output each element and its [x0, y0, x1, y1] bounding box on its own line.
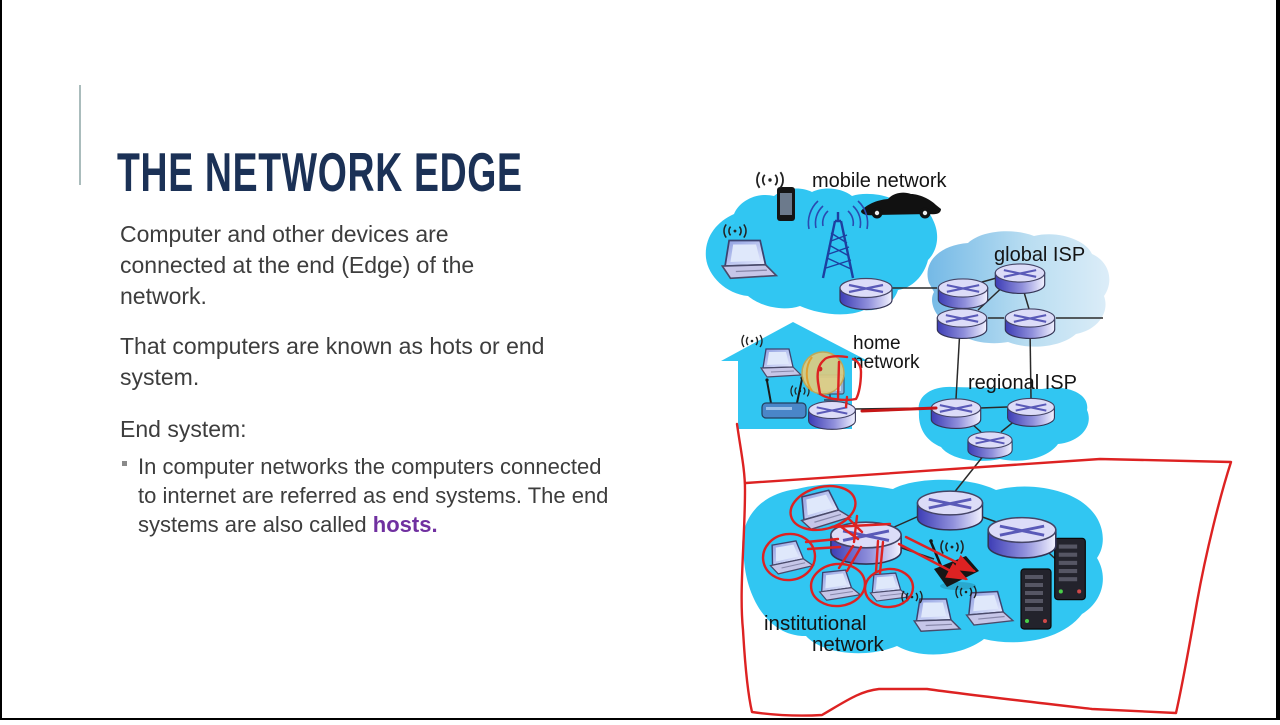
red-access-line: [860, 406, 938, 413]
red-pen-annotation: [735, 355, 1233, 717]
router-icon: [1004, 307, 1056, 340]
paragraph-2-line: system.: [120, 364, 200, 390]
paragraph-1-line: connected at the end (Edge) of the: [120, 252, 475, 278]
server-icon: [1020, 568, 1052, 630]
red-circle-laptop: [809, 562, 867, 608]
router-icon: [807, 400, 857, 431]
bullet-square-icon: [122, 461, 127, 466]
router-icon: [930, 397, 982, 430]
router-icon: [986, 516, 1058, 560]
red-connector-strokes: [804, 514, 892, 575]
frame-edge-left: [0, 0, 2, 720]
bullet-line: systems. The end systems are also called: [138, 483, 609, 537]
page-title: THE NETWORK EDGE: [117, 140, 523, 203]
wireless-router-icon: [761, 376, 807, 419]
router-icon: [916, 489, 984, 532]
paragraph-1-line: network.: [120, 283, 207, 309]
red-enclosure: [735, 422, 1233, 717]
car-icon: [861, 192, 941, 219]
label-global-isp: global ISP: [994, 244, 1085, 266]
bullet-line: In computer networks the computers: [138, 454, 494, 479]
paragraph-3: End system:: [120, 416, 247, 442]
red-circle-laptop: [863, 567, 915, 609]
red-home-box: [816, 355, 863, 409]
bullet-item: In computer networks the computers conne…: [122, 452, 622, 539]
paragraph-2: That computers are known as hots or end …: [120, 331, 640, 393]
label-home: home: [853, 333, 901, 354]
highlight-circle: [801, 351, 845, 395]
label-institutional-network: network: [812, 633, 885, 656]
bullet-text: In computer networks the computers conne…: [138, 452, 622, 539]
cell-tower-icon: [807, 200, 869, 279]
router-icon: [966, 430, 1014, 460]
title-accent-bar: [79, 85, 81, 185]
wifi-icon: [756, 171, 784, 189]
paragraph-1-line: Computer and other devices are: [120, 221, 449, 247]
router-icon: [1006, 397, 1056, 428]
red-arrow: [897, 542, 969, 581]
paragraph-1: Computer and other devices are connected…: [120, 219, 640, 312]
router-icon: [838, 277, 894, 311]
frame-edge-bottom: [0, 718, 1280, 720]
label-institutional: institutional: [764, 612, 867, 635]
smartphone-icon: [777, 187, 795, 221]
label-home-network: network: [853, 352, 920, 373]
bullet-line: connected to internet are referred as en…: [138, 454, 602, 508]
label-regional-isp: regional ISP: [968, 372, 1077, 394]
bullet-highlight-hosts: hosts.: [372, 512, 438, 537]
router-icon: [994, 262, 1046, 295]
paragraph-2-line: That computers are known as hots or end: [120, 333, 545, 359]
router-icon: [936, 307, 988, 340]
network-diagram: mobile network global ISP home network r…: [690, 160, 1280, 720]
server-icon: [1054, 537, 1086, 601]
label-mobile-network: mobile network: [812, 170, 948, 192]
red-circle-laptop: [761, 532, 817, 582]
frame-edge-right: [1276, 0, 1280, 720]
red-circle-laptop: [789, 484, 857, 532]
router-icon: [937, 277, 989, 310]
